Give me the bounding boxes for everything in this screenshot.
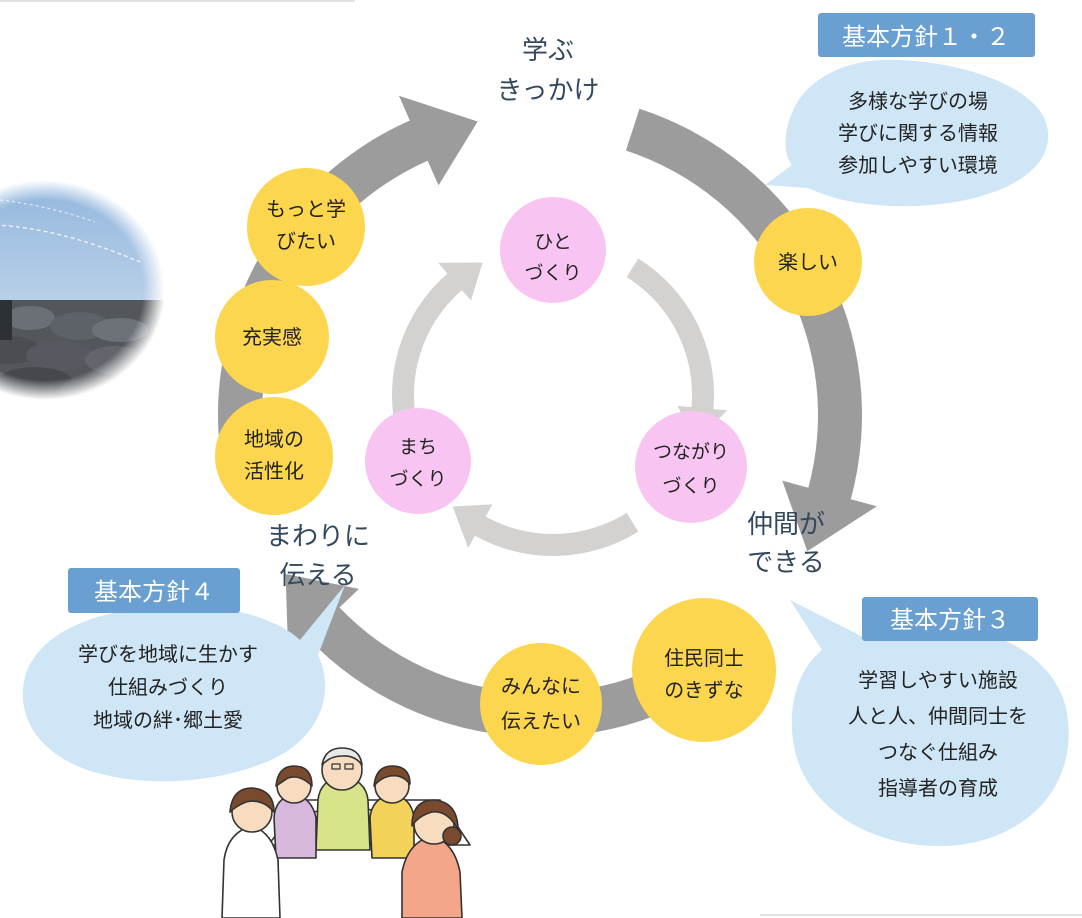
cycle-label-top-line1: 学ぶ xyxy=(522,36,574,66)
core-people-building: ひと づくり xyxy=(500,197,606,303)
core-label: づくり xyxy=(524,262,581,284)
cycle-label-top-line2: きっかけ xyxy=(497,76,600,106)
top-rule xyxy=(0,0,355,2)
policy-bubble-3: 基本方針３ 学習しやすい施設 人と人、仲間同士を つなぐ仕組み 指導者の育成 xyxy=(790,597,1069,847)
benefit-bonds: 住民同士 のきずな xyxy=(632,598,776,742)
photo-vignette-icon xyxy=(0,170,170,410)
policy-line: 仕組みづくり xyxy=(108,675,228,699)
benefit-label: 住民同士 xyxy=(664,646,744,670)
core-label: まち xyxy=(399,436,437,458)
policy-bubble-1-2: 基本方針１・２ 多様な学びの場 学びに関する情報 参加しやすい環境 xyxy=(765,13,1049,207)
core-label: つながり xyxy=(653,441,729,463)
benefit-label: もっと学 xyxy=(266,197,346,221)
core-connection-building: つながり づくり xyxy=(635,411,747,523)
policy-line: 学びを地域に生かす xyxy=(78,642,258,666)
cycle-label-right: 仲間が できる xyxy=(747,510,825,578)
people-meeting-illustration-icon xyxy=(221,747,471,918)
benefit-revitalization: 地域の 活性化 xyxy=(215,397,333,515)
benefit-circles: もっと学 びたい 充実感 地域の 活性化 楽しい 住民同士 のきずな みんなに … xyxy=(215,168,862,765)
policy-line: つなぐ仕組み xyxy=(878,740,998,764)
bottom-rule xyxy=(760,914,1082,916)
cycle-label-left-line1: まわりに xyxy=(266,522,370,552)
inner-arrow-bottom xyxy=(452,504,639,556)
benefit-label: 活性化 xyxy=(244,459,304,483)
benefit-label: 伝えたい xyxy=(501,709,581,733)
policy-title: 基本方針４ xyxy=(94,578,214,606)
core-circles: ひと づくり つながり づくり まち づくり xyxy=(365,197,747,523)
policy-line: 参加しやすい環境 xyxy=(838,153,998,177)
outer-arrow-bottom xyxy=(285,573,747,738)
core-town-building: まち づくり xyxy=(365,408,471,514)
policy-line: 地域の絆･郷土愛 xyxy=(93,708,243,732)
policy-line: 多様な学びの場 xyxy=(848,89,988,113)
cycle-label-top: 学ぶ きっかけ xyxy=(497,36,600,106)
benefit-label: 地域の xyxy=(244,427,304,451)
policy-title: 基本方針３ xyxy=(890,606,1010,634)
policy-line: 指導者の育成 xyxy=(878,776,998,800)
benefit-fulfillment: 充実感 xyxy=(215,280,329,394)
benefit-fun: 楽しい xyxy=(754,208,862,316)
policy-line: 学習しやすい施設 xyxy=(858,668,1018,692)
policy-line: 人と人、仲間同士を xyxy=(848,704,1028,728)
cycle-label-right-line2: できる xyxy=(747,548,824,578)
benefit-share: みんなに 伝えたい xyxy=(480,643,602,765)
benefit-label: 楽しい xyxy=(778,250,838,274)
policy-line: 学びに関する情報 xyxy=(838,121,998,145)
benefit-more-learning: もっと学 びたい xyxy=(247,168,365,286)
benefit-label: みんなに xyxy=(501,674,581,698)
core-label: づくり xyxy=(662,475,719,497)
core-label: づくり xyxy=(389,468,446,490)
benefit-label: 充実感 xyxy=(242,325,302,349)
cycle-label-left: まわりに 伝える xyxy=(266,522,370,591)
inner-arrow-right xyxy=(626,258,728,442)
outer-arrow-right xyxy=(625,108,877,552)
core-label: ひと xyxy=(534,231,571,253)
policy-bubble-4: 基本方針４ 学びを地域に生かす 仕組みづくり 地域の絆･郷土愛 xyxy=(22,568,345,782)
cycle-label-right-line1: 仲間が xyxy=(747,510,825,540)
benefit-label: のきずな xyxy=(664,678,743,702)
policy-title: 基本方針１・２ xyxy=(842,23,1010,51)
benefit-label: びたい xyxy=(276,229,336,253)
cycle-label-left-line2: 伝える xyxy=(279,561,356,591)
